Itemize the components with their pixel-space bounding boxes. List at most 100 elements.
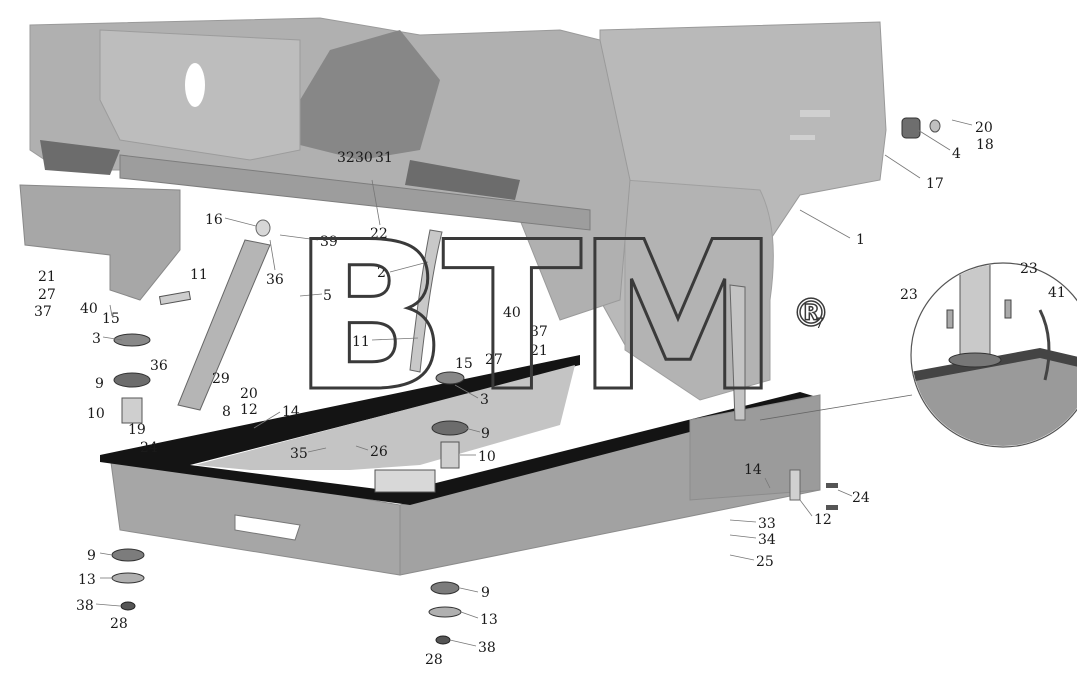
label-3: 3 — [92, 331, 101, 347]
leader-35 — [307, 447, 327, 453]
label-29: 29 — [212, 371, 230, 387]
inset-leader — [759, 394, 913, 421]
inset-rod — [959, 264, 991, 361]
label-12: 12 — [240, 402, 258, 418]
label-30: 30 — [355, 150, 373, 166]
label-33: 33 — [758, 516, 776, 532]
leader-9b — [464, 427, 481, 433]
label-9: 9 — [95, 376, 104, 392]
leader-16 — [224, 217, 257, 227]
label-15: 15 — [455, 356, 473, 372]
frame-slot-left — [234, 514, 301, 541]
label-28: 28 — [425, 652, 443, 668]
leader-17 — [884, 154, 921, 179]
mount-sleeve-10-left — [121, 397, 143, 424]
frame-top-inner — [195, 365, 575, 470]
label-12: 12 — [814, 512, 832, 528]
nut-28-lower-center — [435, 635, 451, 645]
mount-sleeve-10-center — [440, 441, 460, 469]
label-5: 5 — [323, 288, 332, 304]
label-9: 9 — [87, 548, 96, 564]
leader-11b — [371, 337, 419, 341]
cab-left-bracket — [19, 184, 181, 301]
inset-rod-base — [948, 352, 1002, 368]
label-36: 36 — [150, 358, 168, 374]
leader-38a — [95, 603, 121, 607]
label-4: 4 — [952, 146, 961, 162]
label-24: 24 — [852, 490, 870, 506]
label-38: 38 — [478, 640, 496, 656]
leader-12b — [799, 499, 813, 517]
cab-vent-left — [40, 140, 120, 175]
leader-36 — [269, 239, 276, 271]
mount-cushion-9-left — [113, 372, 151, 388]
cab-slot — [800, 110, 830, 117]
label-37: 37 — [34, 304, 52, 320]
frame-top-outline — [100, 355, 820, 505]
leader-13b — [460, 611, 479, 619]
tie-rod-2 — [409, 229, 443, 373]
frame-right-tip — [689, 394, 821, 501]
label-14: 14 — [744, 462, 762, 478]
label-37: 37 — [530, 324, 548, 340]
nut-28-lower-left — [120, 601, 136, 611]
cab-slot-2 — [790, 135, 815, 140]
mount-cushion-9-center — [431, 420, 469, 436]
label-2: 2 — [377, 265, 386, 281]
leader-1 — [799, 209, 851, 239]
leader-15a — [109, 304, 113, 317]
label-1: 1 — [856, 232, 865, 248]
mount-stack-left — [113, 333, 151, 424]
label-28: 28 — [110, 616, 128, 632]
leader-39 — [279, 234, 319, 241]
watermark: BTM ® — [291, 198, 831, 439]
washer-13-lower-center — [428, 606, 462, 618]
watermark-registered-mark: ® — [792, 291, 830, 335]
bracket-12-right — [789, 469, 801, 501]
inset-bolt-23-left — [946, 309, 954, 329]
leader-38b — [449, 639, 477, 647]
cab-body — [19, 17, 887, 401]
cab-vent-right — [405, 160, 520, 200]
label-34: 34 — [758, 532, 776, 548]
label-13: 13 — [78, 572, 96, 588]
leader-4 — [917, 129, 951, 151]
watermark-logo: BTM — [292, 199, 774, 437]
label-21: 21 — [530, 343, 548, 359]
cab-crossmember — [119, 154, 591, 231]
leader-lines — [95, 119, 973, 647]
cushion-9-lower-center — [430, 581, 460, 595]
label-11: 11 — [352, 334, 370, 350]
leader-25 — [729, 554, 755, 561]
label-16: 16 — [205, 212, 223, 228]
label-23: 23 — [900, 287, 918, 303]
leader-33 — [729, 519, 757, 523]
inset-clip-41 — [1038, 309, 1051, 381]
washer-18 — [929, 119, 941, 133]
leader-34 — [729, 534, 757, 539]
label-40: 40 — [503, 305, 521, 321]
leader-22 — [371, 179, 381, 226]
label-31: 31 — [375, 150, 393, 166]
label-23: 23 — [1020, 261, 1038, 277]
label-22: 22 — [370, 226, 388, 242]
leader-2 — [389, 261, 429, 273]
mount-bolt-3-center — [435, 371, 465, 385]
label-10: 10 — [478, 449, 496, 465]
washer-13-lower-left — [111, 572, 145, 584]
mount-bolt-3-left — [113, 333, 151, 347]
shock-absorber-5 — [177, 239, 271, 411]
label-26: 26 — [370, 444, 388, 460]
parts — [111, 117, 941, 645]
label-7: 7 — [815, 316, 824, 332]
bolt-24-right-b — [826, 505, 838, 510]
mount-stack-center — [431, 371, 469, 469]
leader-20 — [951, 119, 973, 126]
leader-9c — [99, 552, 113, 556]
cushion-9-lower-left — [111, 548, 145, 562]
cab-hole-left — [185, 63, 205, 107]
label-32: 32 — [337, 150, 355, 166]
label-8: 8 — [222, 404, 231, 420]
